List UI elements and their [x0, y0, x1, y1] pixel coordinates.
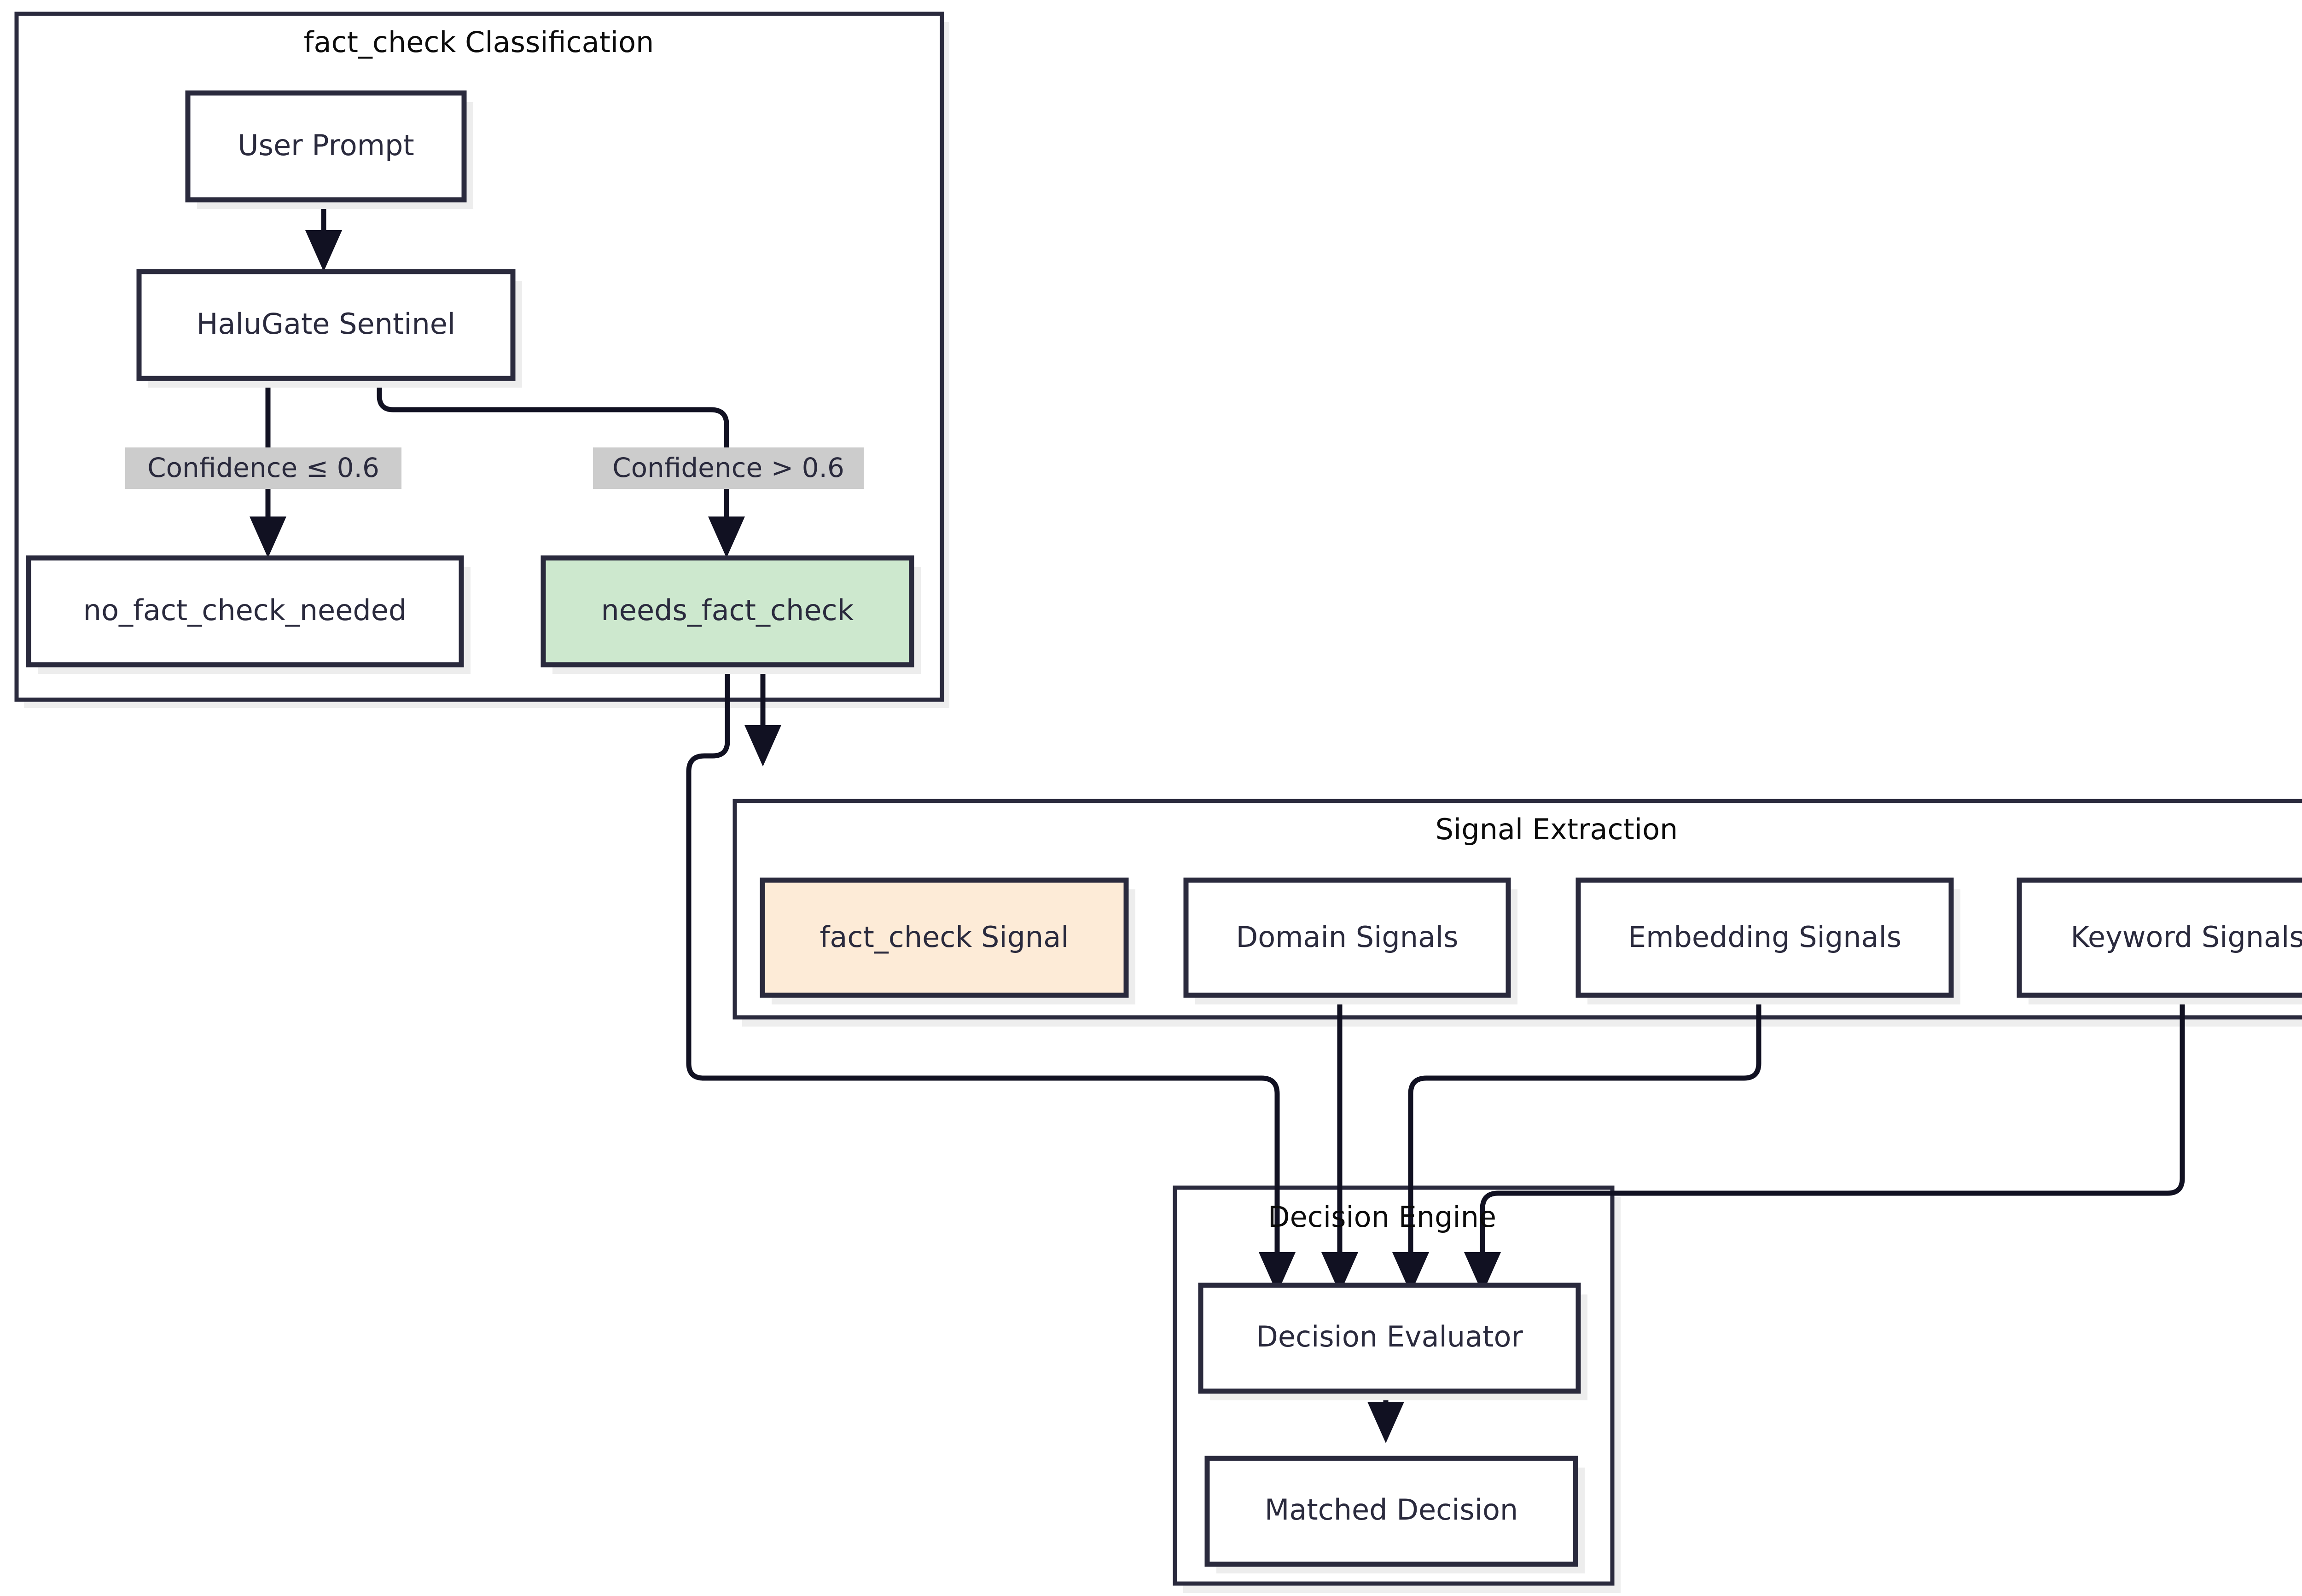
arrowhead-needs-fact-check-to-decision-evaluator	[1259, 1252, 1296, 1294]
node-decision-evaluator[interactable]: Decision Evaluator	[1198, 1283, 1581, 1394]
domain-signals-box[interactable]	[1183, 877, 1511, 998]
edge-label-high-confidence: Confidence > 0.6	[593, 447, 864, 489]
halugate-sentinel-label: HaluGate Sentinel	[197, 307, 455, 341]
needs-fact-check-box[interactable]	[541, 555, 914, 667]
edge-label-low-confidence-text: Confidence ≤ 0.6	[147, 452, 379, 483]
node-matched-decision[interactable]: Matched Decision	[1204, 1456, 1578, 1567]
edge-label-low-confidence: Confidence ≤ 0.6	[125, 447, 401, 489]
fact-check-signal-box[interactable]	[760, 877, 1129, 998]
domain-signals-label: Domain Signals	[1236, 920, 1458, 954]
node-no-fact-check-needed[interactable]: no_fact_check_needed	[26, 555, 464, 667]
halugate-sentinel-box[interactable]	[136, 269, 516, 381]
no-fact-check-needed-box[interactable]	[26, 555, 464, 667]
needs-fact-check-label: needs_fact_check	[601, 593, 854, 627]
user-prompt-label: User Prompt	[238, 128, 414, 162]
embedding-signals-label: Embedding Signals	[1628, 920, 1901, 954]
matched-decision-box[interactable]	[1204, 1456, 1578, 1567]
decision-evaluator-box[interactable]	[1198, 1283, 1581, 1394]
node-fact-check-signal[interactable]: fact_check Signal	[760, 877, 1129, 998]
node-halugate-sentinel[interactable]: HaluGate Sentinel	[136, 269, 516, 381]
keyword-signals-box[interactable]	[2017, 877, 2302, 998]
fact-check-signal-label: fact_check Signal	[820, 920, 1069, 954]
decision-evaluator-label: Decision Evaluator	[1256, 1320, 1523, 1353]
arrowhead-halugate-to-no-fact-check	[250, 517, 286, 558]
node-user-prompt[interactable]: User Prompt	[185, 90, 467, 203]
edge-keyword-signals-to-decision-evaluator	[1480, 999, 2185, 1264]
matched-decision-label: Matched Decision	[1265, 1493, 1518, 1526]
arrowhead-needs-fact-check-to-fact-check-signal	[744, 725, 781, 766]
no-fact-check-needed-label: no_fact_check_needed	[83, 593, 407, 627]
arrowhead-halugate-to-needs-fact-check	[708, 517, 745, 558]
edge-needs-fact-check-to-decision-evaluator	[686, 667, 1280, 1264]
edge-label-low-confidence-bg	[125, 447, 401, 489]
node-embedding-signals[interactable]: Embedding Signals	[1575, 877, 1954, 998]
keyword-signals-label: Keyword Signals	[2070, 920, 2302, 954]
user-prompt-box[interactable]	[185, 90, 467, 203]
edge-halugate-to-needs-fact-check	[377, 374, 729, 529]
edge-label-high-confidence-text: Confidence > 0.6	[612, 452, 844, 483]
decision-engine-subgraph-title: Decision Engine	[1268, 1200, 1496, 1234]
edge-embedding-signals-to-decision-evaluator	[1408, 999, 1761, 1264]
arrowhead-domain-signals-to-decision-evaluator	[1321, 1252, 1358, 1294]
arrowhead-user-prompt-to-halugate	[305, 230, 342, 272]
node-needs-fact-check[interactable]: needs_fact_check	[541, 555, 914, 667]
arrowhead-embedding-signals-to-decision-evaluator	[1392, 1252, 1429, 1294]
arrowhead-keyword-signals-to-decision-evaluator	[1464, 1252, 1501, 1294]
embedding-signals-box[interactable]	[1575, 877, 1954, 998]
arrowhead-decision-evaluator-to-matched-decision	[1367, 1402, 1404, 1443]
signal-extraction-subgraph-title: Signal Extraction	[1436, 813, 1678, 846]
edge-label-high-confidence-bg	[593, 447, 864, 489]
classification-subgraph-title: fact_check Classification	[304, 25, 654, 59]
node-domain-signals[interactable]: Domain Signals	[1183, 877, 1511, 998]
node-keyword-signals[interactable]: Keyword Signals	[2017, 877, 2302, 998]
